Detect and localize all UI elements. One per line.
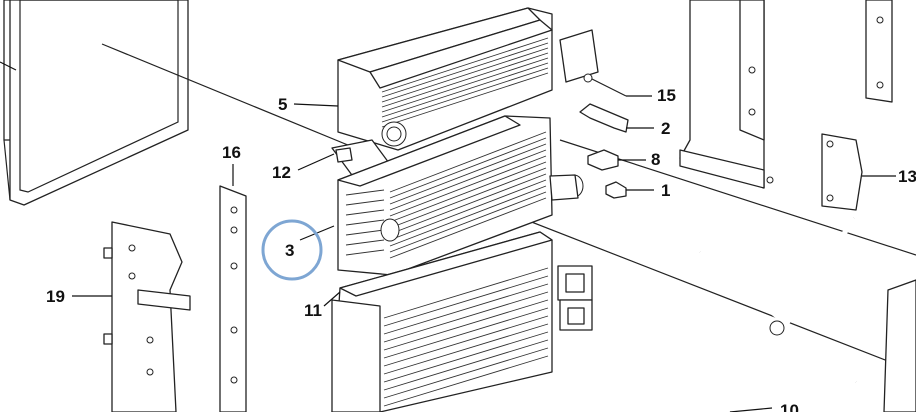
callout-19: 19	[46, 287, 65, 306]
bolt-part-15	[583, 73, 627, 97]
callout-3[interactable]: 3	[285, 241, 294, 260]
radiator-part-11	[331, 231, 593, 412]
cooler-part-3	[337, 115, 584, 276]
callout-3-highlight[interactable]	[261, 219, 323, 281]
callout-10: 10	[780, 401, 799, 412]
callout-2: 2	[661, 119, 670, 138]
callout-8: 8	[651, 150, 660, 169]
charge-air-cooler-part-5	[337, 7, 599, 151]
edge-component	[883, 279, 916, 412]
bracket-part-13	[821, 133, 863, 211]
callout-1: 1	[661, 181, 670, 200]
callout-11: 11	[304, 301, 322, 320]
callout-13: 13	[898, 167, 916, 186]
left-frame-panel	[0, 0, 189, 206]
leader-lines	[72, 95, 896, 412]
reference-lines	[101, 43, 916, 373]
right-frame	[679, 0, 893, 189]
sensor-part-8	[587, 149, 619, 171]
bracket-part-19	[103, 221, 191, 412]
callout-15: 15	[657, 86, 676, 105]
bar-part-16	[219, 185, 247, 412]
callout-16: 16	[222, 143, 241, 162]
fitting-part-1	[605, 181, 627, 199]
cross-wrench-part-10	[698, 216, 858, 412]
callout-labels: 5 12 3 11 16 19 15 2 8 1 13 10	[46, 86, 916, 412]
callout-12: 12	[272, 163, 291, 182]
callout-5: 5	[278, 95, 287, 114]
clip-part-2	[579, 103, 629, 133]
